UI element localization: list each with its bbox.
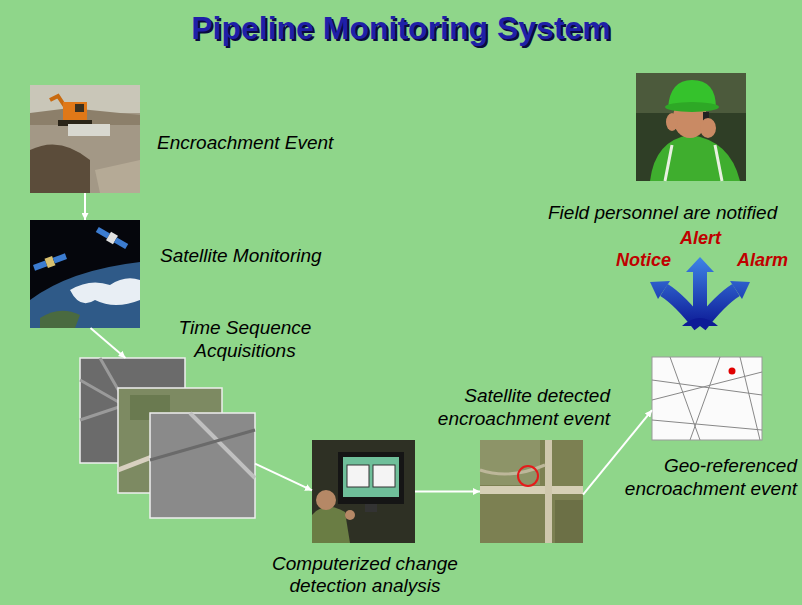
satellite-photo-part — [40, 311, 80, 328]
satellite-photo-part-part — [114, 237, 128, 249]
geo-reference-map — [652, 357, 762, 440]
satellite-photo-part — [70, 278, 140, 305]
satellite-photo-part — [32, 251, 67, 272]
geo-reference-map-part — [652, 357, 762, 440]
alert-level-label: Alert — [680, 228, 721, 249]
detected-aerial-photo-part — [545, 440, 552, 543]
geo-reference-map-part — [652, 357, 762, 440]
analyst-photo-part — [347, 465, 369, 487]
analyst-photo-part — [312, 507, 350, 543]
geo-reference-map-part — [729, 368, 736, 375]
satellite-image-stack-part — [150, 430, 255, 460]
detected-aerial-photo — [480, 440, 583, 543]
analyst-photo-part — [343, 457, 399, 497]
analyst-photo-part — [312, 440, 415, 543]
satellite-photo-part-part — [96, 227, 110, 239]
satellite-photo-part — [30, 220, 140, 328]
field-worker-photo-part — [650, 135, 740, 181]
three-way-arrow-part — [693, 271, 707, 326]
flow-arrow — [415, 491, 480, 493]
satellite-photo — [30, 220, 140, 328]
satellite-photo-part — [95, 225, 129, 251]
field-worker-photo-part — [665, 145, 722, 181]
picture-node: Encroachment Event — [30, 85, 140, 193]
picture-caption: Geo-referenced encroachment event — [597, 454, 797, 500]
picture-node: Satellite detected encroachment event — [480, 440, 583, 543]
analyst-photo-part — [365, 504, 377, 512]
construction-photo-part — [30, 85, 140, 193]
flow-arrow — [255, 464, 312, 491]
three-way-arrow-part — [650, 281, 670, 299]
analyst-photo-part — [345, 510, 355, 520]
construction-photo-part — [68, 124, 110, 136]
detected-aerial-photo-part — [518, 466, 538, 486]
flow-arrow — [91, 328, 126, 358]
satellite-photo-part-part — [53, 253, 67, 263]
field-worker-photo-part — [666, 113, 678, 131]
analyst-photo-part — [373, 465, 395, 487]
picture-node: Computerized change detection analysis — [312, 440, 415, 543]
satellite-photo-part-part — [33, 261, 47, 271]
field-worker-photo-part — [700, 118, 716, 138]
diagram-title: Pipeline Monitoring System — [0, 10, 802, 47]
field-worker-photo-part — [665, 102, 719, 112]
picture-caption: Computerized change detection analysis — [260, 553, 470, 597]
detected-aerial-photo-part — [555, 500, 583, 543]
analyst-photo-part — [316, 490, 336, 510]
analyst-photo — [312, 440, 415, 543]
three-way-arrow-part — [682, 318, 718, 326]
picture-caption: Field personnel are notified — [548, 201, 777, 224]
field-worker-photo-part — [636, 73, 746, 113]
picture-caption: Time Sequence Acquisitions — [145, 316, 345, 362]
field-worker-photo-part — [636, 73, 746, 181]
picture-node: Geo-referenced encroachment event — [652, 357, 762, 440]
detected-aerial-photo-part — [480, 486, 583, 494]
three-way-arrow-part — [730, 281, 750, 299]
three-way-arrow-part — [686, 257, 714, 272]
construction-photo — [30, 85, 140, 193]
picture-caption: Encroachment Event — [157, 131, 333, 154]
construction-photo-part — [95, 160, 140, 193]
field-worker-photo — [636, 73, 746, 181]
alert-level-label: Alarm — [737, 250, 788, 271]
satellite-photo-part — [30, 262, 140, 328]
satellite-image-stack — [80, 358, 255, 518]
picture-node: Satellite Monitoring — [30, 220, 140, 328]
satellite-image-stack-part — [150, 413, 255, 518]
analyst-photo-part — [338, 452, 404, 504]
construction-photo-part — [75, 104, 84, 112]
detected-aerial-photo-part — [480, 440, 540, 485]
alert-level-label: Notice — [616, 250, 671, 271]
flow-arrow — [84, 193, 86, 220]
picture-node: Field personnel are notified — [636, 73, 746, 181]
picture-node: Time Sequence Acquisitions — [80, 358, 255, 518]
picture-caption: Satellite Monitoring — [160, 244, 322, 267]
detected-aerial-photo-part — [480, 440, 583, 543]
construction-photo-part — [63, 102, 87, 122]
construction-photo-part — [30, 144, 90, 193]
picture-caption: Satellite detected encroachment event — [380, 384, 610, 430]
